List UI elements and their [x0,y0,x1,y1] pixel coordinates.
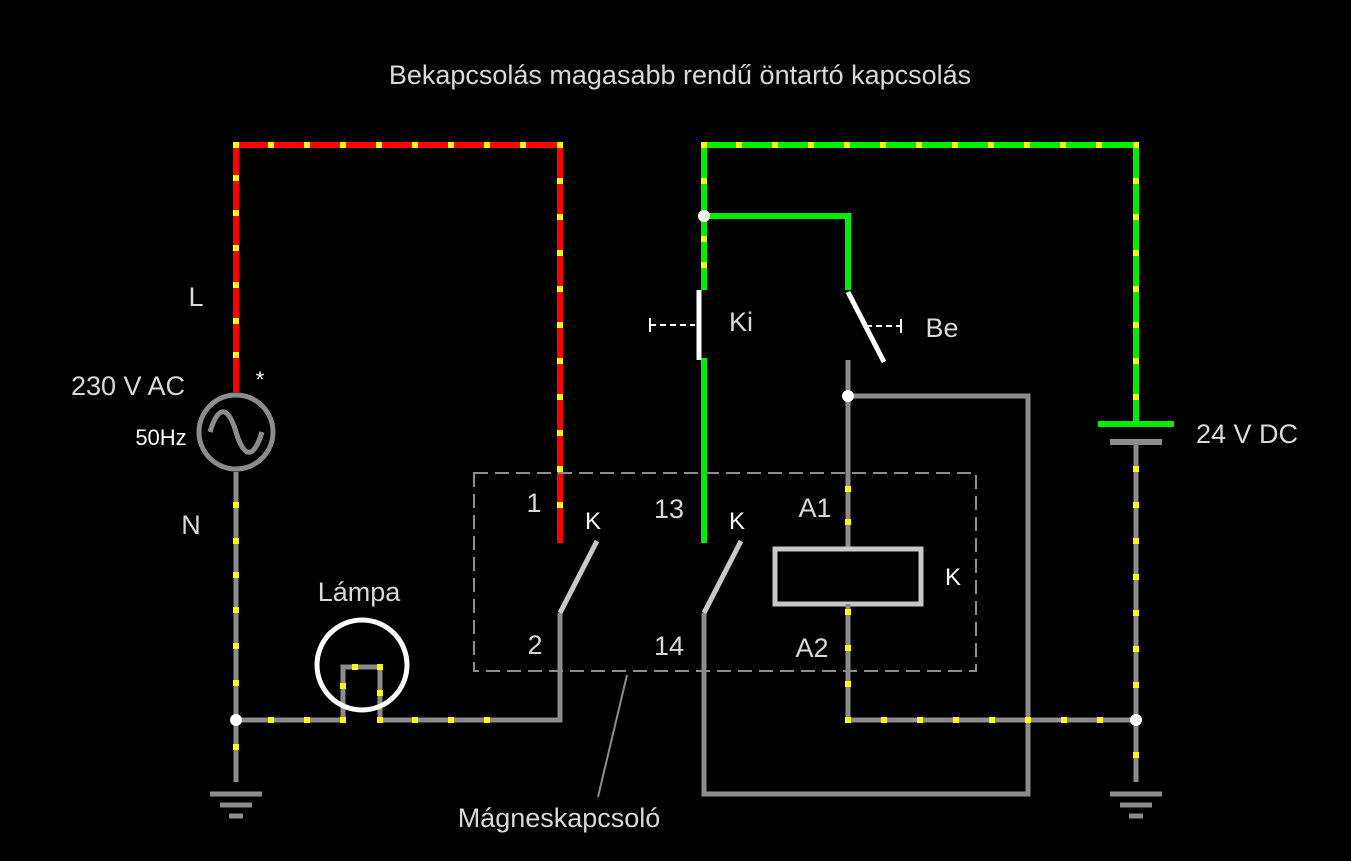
dc-battery [1098,421,1174,445]
aux-contact-terminal-14: 14 [654,631,684,661]
dc-return-junction [1130,714,1142,726]
coil-terminal-a1: A1 [798,493,831,523]
dc-return-flow-dots [845,466,1139,758]
ac-source [196,392,276,472]
neutral-junction [230,714,242,726]
coil-tag: K [945,564,961,591]
dc-source-label: 24 V DC [1196,419,1298,449]
contactor-aux-contact [701,539,744,615]
ac-circuit [196,142,563,819]
dc-branch-junction [698,210,710,222]
coil-feed-junction [842,390,854,402]
start-button [845,290,902,364]
main-contact-terminal-2: 2 [527,630,542,660]
neutral-label: N [181,510,201,540]
aux-contact-terminal-13: 13 [654,494,684,524]
lamp-bulb-icon [314,617,410,713]
start-branch-wire [704,213,851,290]
main-contact-terminal-1: 1 [526,488,541,518]
diagram-title: Bekapcsolás magasabb rendű öntartó kapcs… [389,60,971,90]
dc-live-wire [701,142,1139,424]
main-contact-tag: K [585,508,601,535]
contactor-enclosure [473,472,977,672]
contactor-coil [772,546,924,607]
neutral-flow-dots [233,502,490,750]
phase-flow-dots [233,142,563,508]
start-button-label: Be [925,313,958,343]
dc-flow-dots [701,142,1139,400]
contactor-label: Mágneskapcsoló [458,803,661,833]
aux-contact-tag: K [729,508,745,535]
stop-button-label: Ki [729,307,753,337]
coil-terminal-a2: A2 [795,633,828,663]
coil-return-wire [845,604,1136,723]
holding-loop-wire [701,393,1031,797]
lamp-label: Lámpa [318,577,402,607]
dc-circuit [649,142,1174,819]
lamp-return-wire [236,613,563,723]
lamp [314,617,410,713]
ac-frequency-label: 50Hz [135,425,186,450]
phase-label: L [188,282,203,312]
contactor-label-leader [597,674,628,798]
ground-icon-left [210,791,262,819]
ac-source-label: 230 V AC [71,371,185,401]
sine-wave-icon [207,409,265,455]
phase-wire [233,142,563,543]
contactor-main-contact [557,539,600,615]
ground-icon-right [1110,791,1162,819]
stop-button [649,290,702,360]
ac-source-marker: * [256,367,265,392]
